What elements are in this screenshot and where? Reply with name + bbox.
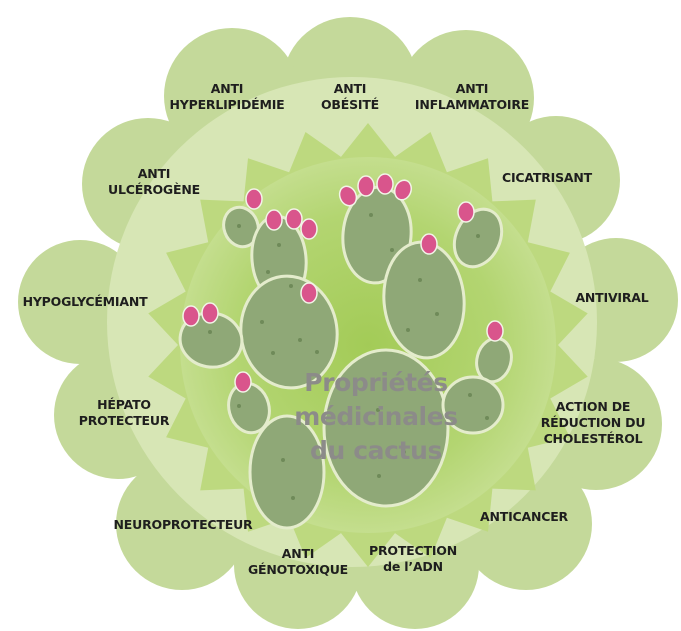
cactus-spine [277,243,281,247]
cactus-spine [390,248,394,252]
cactus-spine [468,393,472,397]
cactus-spine [315,350,319,354]
cactus-fruit [301,283,317,303]
cactus-spine [485,416,489,420]
cactus-fruit [202,303,218,323]
label-neuroprotecteur: NEUROPROTECTEUR [114,517,253,533]
cactus-fruit [183,306,199,326]
cactus-spine [260,320,264,324]
cactus-spine [237,404,241,408]
cactus-spine [281,458,285,462]
cactus-spine [237,224,241,228]
cactus-fruit [421,234,437,254]
cactus-spine [369,213,373,217]
cactus-spine [435,312,439,316]
cactus-spine [208,330,212,334]
cactus-spine [377,474,381,478]
label-anticancer: ANTICANCER [480,509,568,525]
cactus-fruit [487,321,503,341]
cactus-fruit [235,372,251,392]
cactus-spine [291,496,295,500]
cactus-fruit [377,174,393,194]
cactus-fruit [286,209,302,229]
center-title: Propriétés médicinales du cactus [294,366,458,468]
cactus-spine [266,270,270,274]
center-title-line: Propriétés [294,366,458,400]
label-antiviral: ANTIVIRAL [575,290,648,306]
label-cicatrisant: CICATRISANT [502,170,592,186]
center-title-line: du cactus [294,434,458,468]
cactus-spine [418,278,422,282]
cactus-fruit [458,202,474,222]
cactus-spine [476,234,480,238]
label-hypoglycemiant: HYPOGLYCÉMIANT [23,294,148,310]
cactus-spine [298,338,302,342]
cactus-spine [406,328,410,332]
cactus-fruit [266,210,282,230]
cactus-fruit [358,176,374,196]
cactus-fruit [301,219,317,239]
cactus-spine [289,284,293,288]
cactus-fruit [246,189,262,209]
cactus-spine [271,351,275,355]
center-title-line: médicinales [294,400,458,434]
